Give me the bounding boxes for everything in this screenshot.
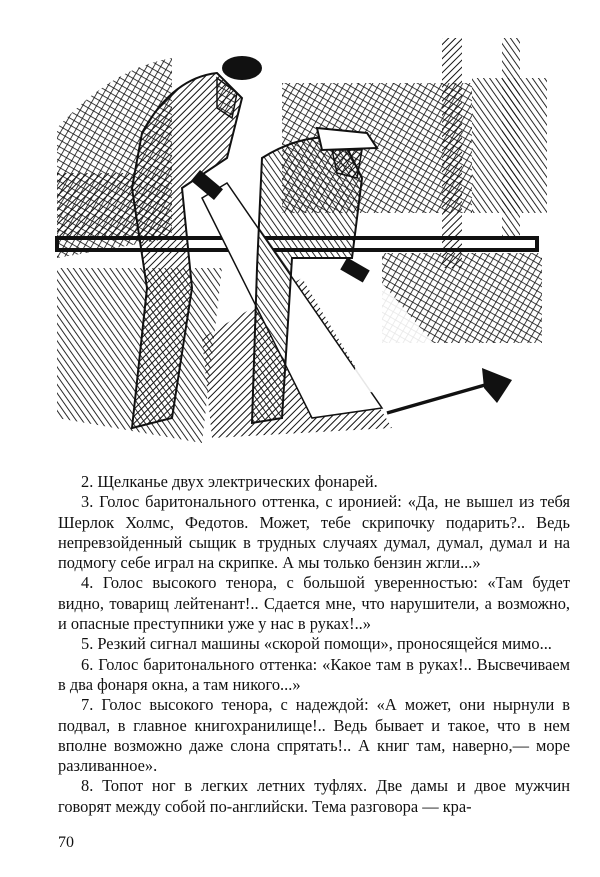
paragraph-5: 5. Резкий сигнал машины «скорой помощи»,… [81, 634, 552, 654]
paragraph-7: 7. Голос высокого тенора, с надеждой: «А… [58, 695, 570, 776]
page-number: 70 [58, 834, 74, 851]
officers-with-flashlights-drawing [55, 38, 547, 443]
illustration [52, 38, 552, 443]
paragraph-6: 6. Голос баритонального оттенка: «Какое … [58, 654, 570, 694]
paragraph-2: 2. Щелканье двух электрических фонарей. [81, 472, 378, 491]
paragraph-8: 8. Топот ног в легких летних туфлях. Две… [58, 776, 570, 816]
text-body: 2. Щелканье двух электрических фонарей. … [58, 472, 570, 817]
paragraph-3: 3. Голос баритонального оттенка, с ирони… [58, 492, 570, 573]
paragraph-4: 4. Голос высокого тенора, с большой увер… [58, 573, 570, 634]
